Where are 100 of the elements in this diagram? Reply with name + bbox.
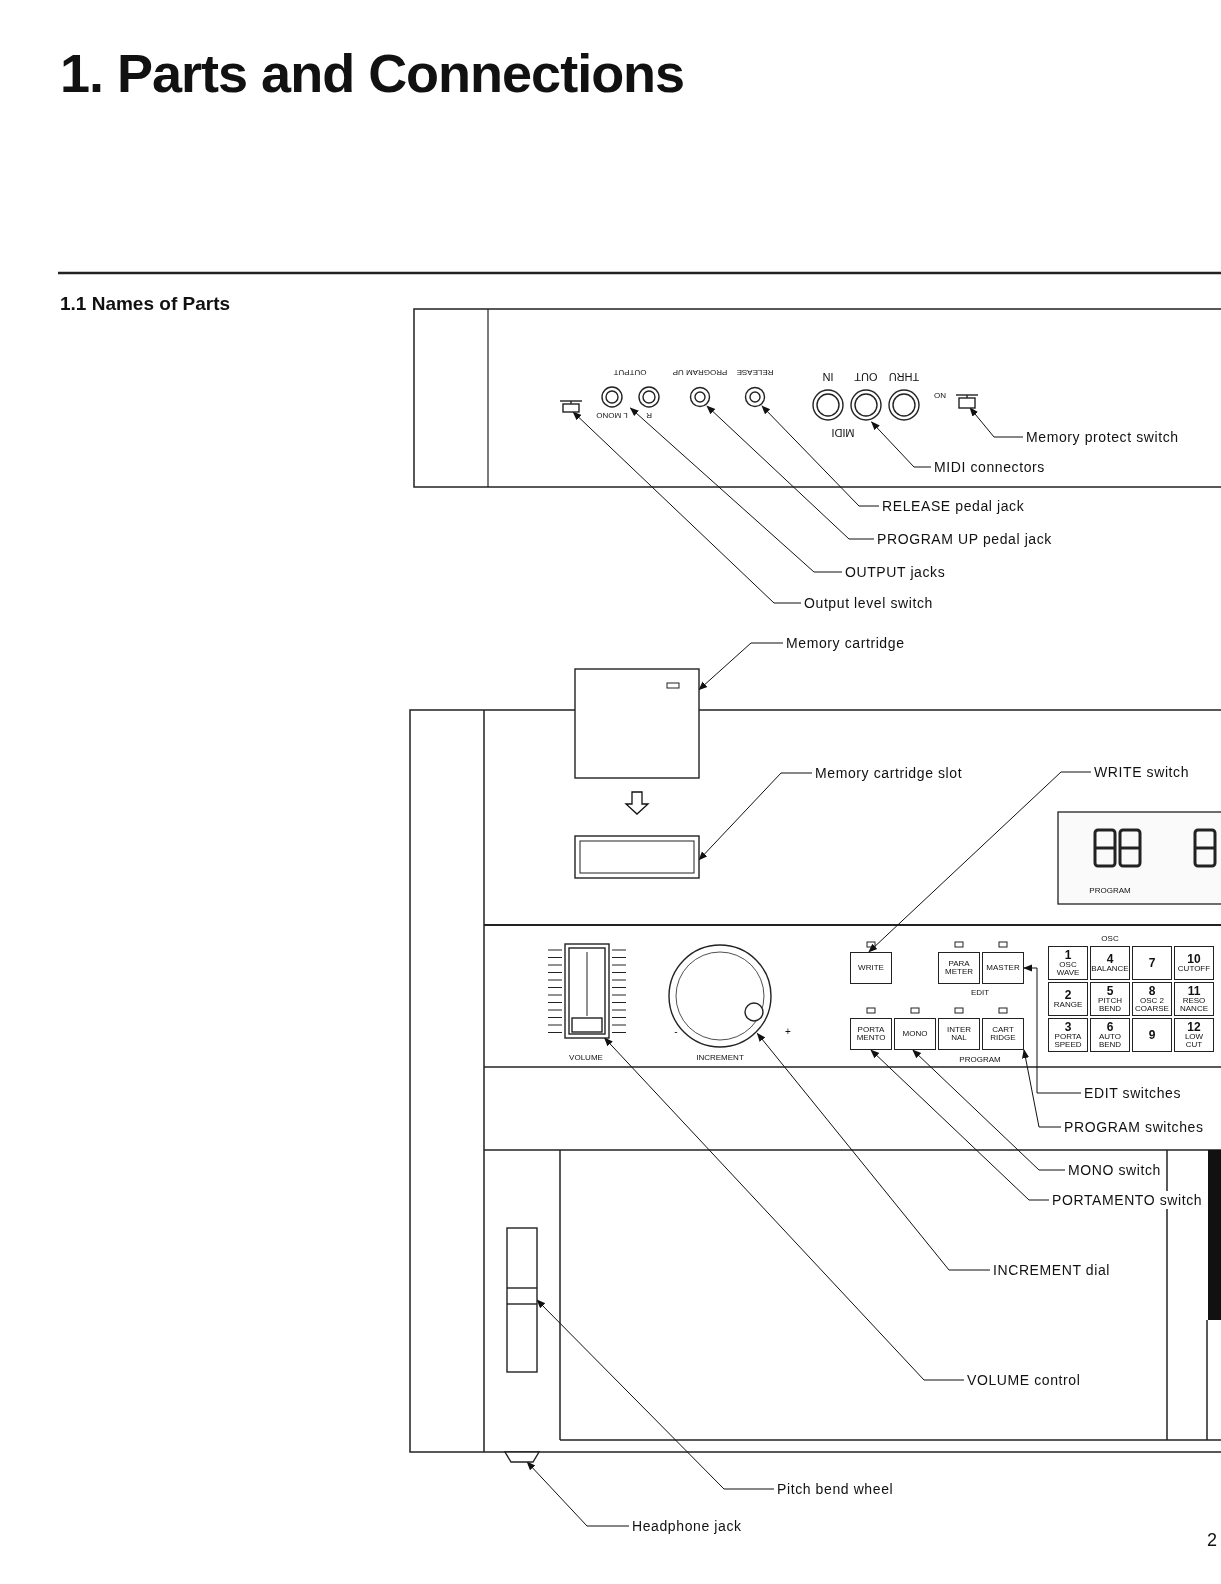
- number-button: [1090, 946, 1130, 980]
- section-heading: 1.1 Names of Parts: [60, 293, 231, 313]
- leader-line: [1022, 1049, 1062, 1128]
- button-label: PORTA MENTO: [855, 1026, 887, 1042]
- callout-label: Headphone jack: [630, 1517, 744, 1535]
- panel-label: RELEASE: [736, 368, 774, 376]
- panel-button: [982, 952, 1024, 984]
- panel-button: [938, 952, 980, 984]
- button-number: 12: [1187, 1021, 1201, 1033]
- leader-line: [870, 1049, 1050, 1201]
- button-number: 10: [1187, 953, 1201, 965]
- leader-line: [756, 1032, 991, 1271]
- panel-label: PROGRAM: [959, 1056, 1001, 1064]
- insert-direction-arrow: [624, 791, 650, 815]
- button-number: 7: [1148, 957, 1156, 969]
- button-label: PARA METER: [944, 960, 974, 976]
- button-number: 11: [1187, 985, 1201, 997]
- panel-button: [982, 1018, 1024, 1050]
- leader-line: [536, 1299, 775, 1490]
- panel-label: +: [785, 1027, 791, 1037]
- number-button: [1132, 1018, 1172, 1052]
- button-label: INTER NAL: [946, 1026, 972, 1042]
- panel-label: OUTPUT: [613, 368, 647, 376]
- button-number: 3: [1064, 1021, 1072, 1033]
- button-label: WRITE: [858, 964, 884, 972]
- number-button: [1048, 982, 1088, 1016]
- midi-connectors-drawing: [810, 388, 922, 422]
- leader-line: [868, 771, 1092, 953]
- button-label: BALANCE: [1091, 965, 1129, 973]
- button-number: 2: [1064, 989, 1072, 1001]
- page-title: 1. Parts and Connections: [60, 46, 685, 100]
- number-button: [1132, 982, 1172, 1016]
- panel-label: VOLUME: [569, 1054, 603, 1062]
- leader-line: [871, 421, 932, 468]
- button-number: 9: [1148, 1029, 1156, 1041]
- panel-button: [850, 1018, 892, 1050]
- button-label: MASTER: [986, 964, 1020, 972]
- volume-fader: [565, 944, 609, 1038]
- leader-line: [572, 411, 802, 604]
- number-button: [1090, 982, 1130, 1016]
- button-label: CUTOFF: [1177, 965, 1211, 973]
- leader-line: [912, 1049, 1066, 1171]
- button-number: 4: [1106, 953, 1114, 965]
- leader-line: [706, 405, 875, 540]
- button-number: 1: [1064, 949, 1072, 961]
- button-number: 8: [1148, 985, 1156, 997]
- callout-label: RELEASE pedal jack: [880, 497, 1027, 515]
- panel-label: MIDI: [831, 426, 855, 438]
- panel-label: IN: [822, 370, 834, 382]
- panel-label: INCREMENT: [696, 1054, 744, 1062]
- number-button: [1174, 946, 1214, 980]
- button-label: AUTO BEND: [1097, 1033, 1123, 1049]
- leader-line: [604, 1037, 965, 1381]
- output-jacks-drawing: [600, 386, 661, 408]
- panel-label: ON: [934, 392, 946, 400]
- panel-label: OSC: [1101, 935, 1119, 943]
- leader-line: [1023, 964, 1082, 1094]
- number-button: [1174, 1018, 1214, 1052]
- callout-label: Output level switch: [802, 594, 935, 612]
- callout-label: Memory cartridge: [784, 634, 907, 652]
- leader-line: [698, 772, 813, 861]
- button-label: OSC WAVE: [1055, 961, 1081, 977]
- callout-label: OUTPUT jacks: [843, 563, 948, 581]
- panel-label: PROGRAM UP: [672, 368, 728, 376]
- callout-label: Memory cartridge slot: [813, 764, 965, 782]
- number-button: [1048, 1018, 1088, 1052]
- panel-button: [850, 952, 892, 984]
- panel-button: [894, 1018, 936, 1050]
- panel-label: EDIT: [970, 989, 990, 997]
- leader-line: [629, 407, 843, 573]
- panel-label: R: [646, 411, 652, 419]
- button-label: LOW CUT: [1183, 1033, 1205, 1049]
- jack-socket: [690, 387, 710, 407]
- cartridge-slot: [575, 836, 699, 878]
- number-button: [1132, 946, 1172, 980]
- button-number: 5: [1106, 985, 1114, 997]
- panel-label: OUT: [854, 370, 878, 382]
- panel-label: THRU: [888, 370, 920, 382]
- leader-line: [698, 642, 784, 691]
- pitch-bend-wheel: [507, 1228, 537, 1372]
- increment-dial: [668, 944, 772, 1048]
- leader-line: [761, 405, 880, 507]
- panel-label: -: [674, 1027, 678, 1037]
- callout-label: PROGRAM UP pedal jack: [875, 530, 1054, 548]
- slide-switch: [560, 398, 582, 412]
- button-label: PORTA SPEED: [1053, 1033, 1083, 1049]
- button-label: PITCH BEND: [1097, 997, 1123, 1013]
- jack-socket: [745, 387, 765, 407]
- button-label: OSC 2 COARSE: [1134, 997, 1170, 1013]
- button-label: CART RIDGE: [989, 1026, 1017, 1042]
- headphone-jack: [505, 1452, 539, 1462]
- leader-line: [526, 1461, 630, 1527]
- memory-cartridge: [575, 669, 699, 778]
- button-number: 6: [1106, 1021, 1114, 1033]
- number-button: [1090, 1018, 1130, 1052]
- button-label: RANGE: [1053, 1001, 1083, 1009]
- callout-label: Memory protect switch: [1024, 428, 1181, 446]
- number-button: [1048, 946, 1088, 980]
- page-number: 2: [1207, 1531, 1217, 1549]
- button-label: MONO: [902, 1030, 928, 1038]
